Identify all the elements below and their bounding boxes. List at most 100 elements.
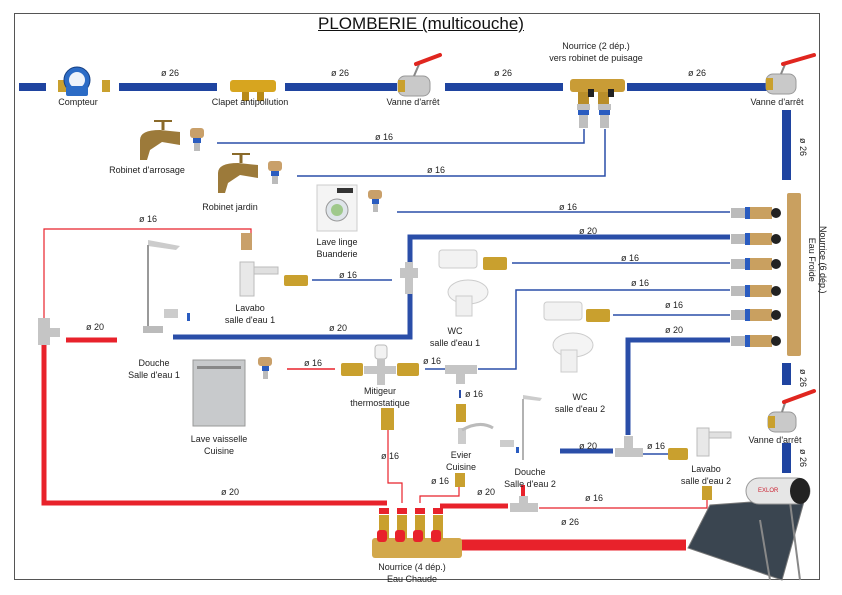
pipe-hot-16 <box>419 486 460 503</box>
label-lave-vaisselle: Lave vaisselle Cuisine <box>190 434 248 456</box>
label-mitigeur: Mitigeur thermostatique <box>350 386 410 408</box>
pipe-cold-26 <box>285 83 397 91</box>
diameter-label: ø 26 <box>798 449 808 468</box>
label-wc-2: WC salle d'eau 2 <box>554 392 606 414</box>
diameter-label: ø 16 <box>558 202 578 212</box>
water-meter-icon <box>58 66 110 96</box>
tee-fitting-icon <box>38 318 60 345</box>
diameter-label: ø 16 <box>422 356 442 366</box>
toilet-icon <box>543 301 610 373</box>
label-lavabo-2: Lavabo salle d'eau 2 <box>680 464 732 486</box>
dishwasher-icon <box>192 357 272 427</box>
pipe-cold-16 <box>297 129 606 177</box>
solar-water-heater-icon: EXLOR <box>687 477 811 581</box>
diameter-label: ø 16 <box>380 451 400 461</box>
diameter-label: ø 16 <box>338 270 358 280</box>
shower-icon <box>143 240 190 333</box>
label-lavabo-1: Lavabo salle d'eau 1 <box>224 303 276 325</box>
diameter-label: ø 20 <box>578 226 598 236</box>
pipe-cold-26-vertical <box>782 110 791 180</box>
pipe-hot-20 <box>41 345 387 506</box>
diameter-label: ø 16 <box>430 476 450 486</box>
label-nourrice-6-dep: Nourrice (6 dép.) Eau Froide <box>807 226 828 294</box>
label-douche-1: Douche Salle d'eau 1 <box>128 358 180 380</box>
hot-lines <box>41 228 708 551</box>
shower-icon <box>500 395 542 460</box>
label-vanne-arret-2: Vanne d'arrêt <box>750 97 804 107</box>
label-lave-linge: Lave linge Buanderie <box>316 237 358 259</box>
diameter-label: ø 26 <box>330 68 350 78</box>
check-valve-icon <box>230 80 276 101</box>
diameter-label: ø 16 <box>646 441 666 451</box>
tee-fitting-icon <box>400 262 418 294</box>
diameter-label: ø 16 <box>630 278 650 288</box>
thermostatic-mixer-icon <box>341 344 419 430</box>
pipe-cold-16 <box>478 289 730 370</box>
tee-fitting-icon <box>510 496 538 512</box>
pipe-hot-16 <box>43 228 252 318</box>
diameter-label: ø 16 <box>584 493 604 503</box>
label-robinet-arrosage: Robinet d'arrosage <box>109 165 185 175</box>
label-compteur: Compteur <box>58 97 98 107</box>
diameter-label: ø 20 <box>85 322 105 332</box>
manifold-icon <box>731 193 801 356</box>
cold-main-line <box>19 83 791 473</box>
basin-faucet-icon <box>239 233 308 297</box>
label-robinet-jardin: Robinet jardin <box>202 202 258 212</box>
toilet-icon <box>438 249 507 317</box>
tee-fitting-icon <box>445 365 477 384</box>
pipe-cold-26 <box>445 83 563 91</box>
garden-tap-icon <box>218 153 282 193</box>
label-nourrice-4-dep: Nourrice (4 dép.) Eau Chaude <box>378 562 446 584</box>
diameter-label: ø 26 <box>687 68 707 78</box>
diameter-label: ø 16 <box>303 358 323 368</box>
label-douche-2: Douche Salle d'eau 2 <box>504 467 556 489</box>
diameter-label: ø 16 <box>620 253 640 263</box>
heater-brand: EXLOR <box>758 488 779 494</box>
diameter-label: ø 26 <box>493 68 513 78</box>
diameter-label: ø 16 <box>374 132 394 142</box>
diameter-label: ø 26 <box>560 517 580 527</box>
manifold-icon <box>570 79 625 128</box>
diameter-label: ø 20 <box>578 441 598 451</box>
diameter-label: ø 16 <box>664 300 684 310</box>
pipe-cold-26-vertical <box>782 363 791 385</box>
pipe-hot-16 <box>539 498 708 509</box>
label-vanne-arret-1: Vanne d'arrêt <box>386 97 440 107</box>
cold-branches <box>173 129 730 455</box>
diagram-title: PLOMBERIE (multicouche) <box>318 14 524 33</box>
label-evier: Evier Cuisine <box>445 450 477 472</box>
washing-machine-icon <box>316 184 382 232</box>
kitchen-faucet-icon <box>455 404 494 487</box>
diameter-label: ø 16 <box>464 389 484 399</box>
ball-valve-icon <box>765 53 816 95</box>
diameter-label: ø 26 <box>798 369 808 388</box>
pipe-cold-20 <box>173 290 413 340</box>
label-wc-1: WC salle d'eau 1 <box>429 326 481 348</box>
diameter-label: ø 16 <box>426 165 446 175</box>
pipe-cold-20 <box>625 337 730 435</box>
ball-valve-icon <box>767 389 816 433</box>
manifold-icon <box>372 508 462 558</box>
tee-fitting-icon <box>615 436 643 457</box>
pipe-hot-16 <box>387 429 403 503</box>
label-nourrice-2-dep: Nourrice (2 dép.) vers robinet de puisag… <box>549 41 643 63</box>
basin-faucet-icon <box>668 427 732 500</box>
pipe-cold-16 <box>217 129 585 144</box>
pipe-cold-26 <box>119 83 217 91</box>
pipe-cold-26 <box>19 83 46 91</box>
diameter-label: ø 26 <box>798 138 808 157</box>
pipe-cold-20 <box>407 234 730 262</box>
garden-tap-icon <box>140 120 204 160</box>
diameter-label: ø 20 <box>476 487 496 497</box>
diameter-label: ø 26 <box>160 68 180 78</box>
ball-valve-icon <box>397 53 442 97</box>
diameter-label: ø 16 <box>138 214 158 224</box>
diagram-frame <box>14 13 820 580</box>
label-clapet-antipollution: Clapet antipollution <box>211 97 289 107</box>
pipe-cold-26-vertical <box>782 443 791 473</box>
label-vanne-arret-3: Vanne d'arrêt <box>748 435 802 445</box>
pipe-cold-26 <box>627 83 768 91</box>
diameter-label: ø 20 <box>664 325 684 335</box>
